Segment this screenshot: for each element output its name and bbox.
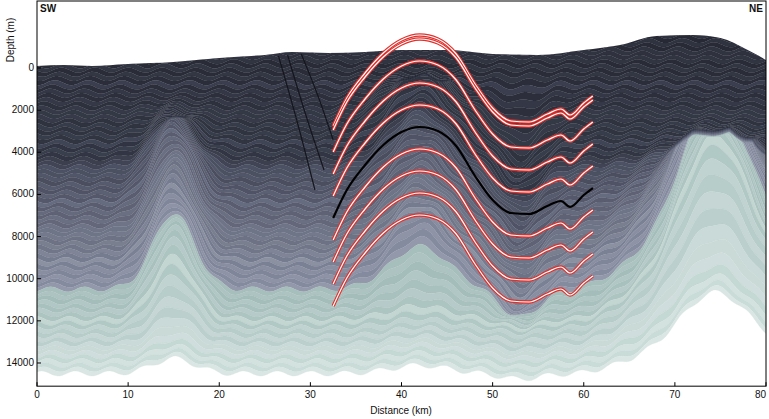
tick-mark: [37, 382, 38, 386]
rock-layer: [37, 17, 766, 26]
tick-mark: [766, 382, 767, 386]
rock-layer: [37, 25, 766, 34]
rock-layer: [37, 9, 766, 18]
horizon-line: [333, 83, 593, 174]
rock-layer: [37, 285, 766, 381]
horizons: [333, 35, 593, 306]
direction-label: NE: [749, 3, 763, 15]
tick-mark: [37, 152, 41, 153]
tick-mark: [37, 236, 41, 237]
tick-label: 40: [396, 389, 407, 401]
tick-mark: [37, 110, 41, 111]
tick-mark: [37, 278, 41, 279]
direction-label: SW: [40, 3, 56, 15]
horizon-line: [333, 215, 593, 306]
horizon-core: [333, 171, 593, 262]
fault-line: [278, 56, 314, 190]
tick-mark: [37, 320, 41, 321]
tick-label: 8000: [12, 231, 34, 243]
horizon-core: [333, 83, 593, 174]
horizon-core: [333, 215, 593, 306]
tick-mark: [37, 68, 41, 69]
tick-label: 12000: [6, 315, 34, 327]
tick-label: 80: [755, 389, 766, 401]
plot-frame: [37, 1, 766, 386]
horizon-line: [333, 171, 593, 262]
tick-label: 6000: [12, 188, 34, 200]
tick-label: 10000: [6, 273, 34, 285]
tick-mark: [492, 382, 493, 386]
axis-title: Depth (m): [5, 18, 17, 62]
rock-layer: [37, 21, 766, 30]
fault-line: [288, 55, 324, 170]
tick-mark: [310, 382, 311, 386]
horizon-core: [333, 105, 593, 196]
tick-label: 0: [34, 389, 40, 401]
rock-layer: [37, 4, 766, 13]
horizon-core: [333, 61, 593, 152]
rock-layer: [37, 13, 766, 22]
rock-layer: [37, 264, 766, 367]
tick-label: 20: [214, 389, 225, 401]
tick-mark: [37, 194, 41, 195]
tick-mark: [674, 382, 675, 386]
horizon-line: [333, 61, 593, 152]
horizon-line: [333, 39, 593, 130]
fault-line: [301, 54, 333, 140]
tick-label: 4000: [12, 146, 34, 158]
tick-label: 10: [123, 389, 134, 401]
horizon-line: [333, 149, 593, 240]
rock-layer: [37, 253, 766, 363]
ticks: [37, 68, 766, 386]
rock-layers: [37, 0, 766, 381]
tick-mark: [128, 382, 129, 386]
tick-label: 2000: [12, 104, 34, 116]
tick-label: 50: [487, 389, 498, 401]
horizon-core: [333, 193, 593, 284]
tick-mark: [583, 382, 584, 386]
horizon-core: [333, 149, 593, 240]
key-horizon: [333, 127, 593, 218]
tick-mark: [219, 382, 220, 386]
horizon-line: [333, 105, 593, 196]
horizon-line: [333, 193, 593, 284]
tick-label: 70: [669, 389, 680, 401]
tick-mark: [37, 362, 41, 363]
horizon-core: [333, 39, 593, 130]
rock-layer: [37, 0, 766, 9]
tick-label: 0: [28, 62, 34, 74]
tick-label: 30: [305, 389, 316, 401]
tick-mark: [401, 382, 402, 386]
axis-title: Distance (km): [370, 405, 432, 417]
tick-label: 14000: [6, 357, 34, 369]
tick-label: 60: [578, 389, 589, 401]
